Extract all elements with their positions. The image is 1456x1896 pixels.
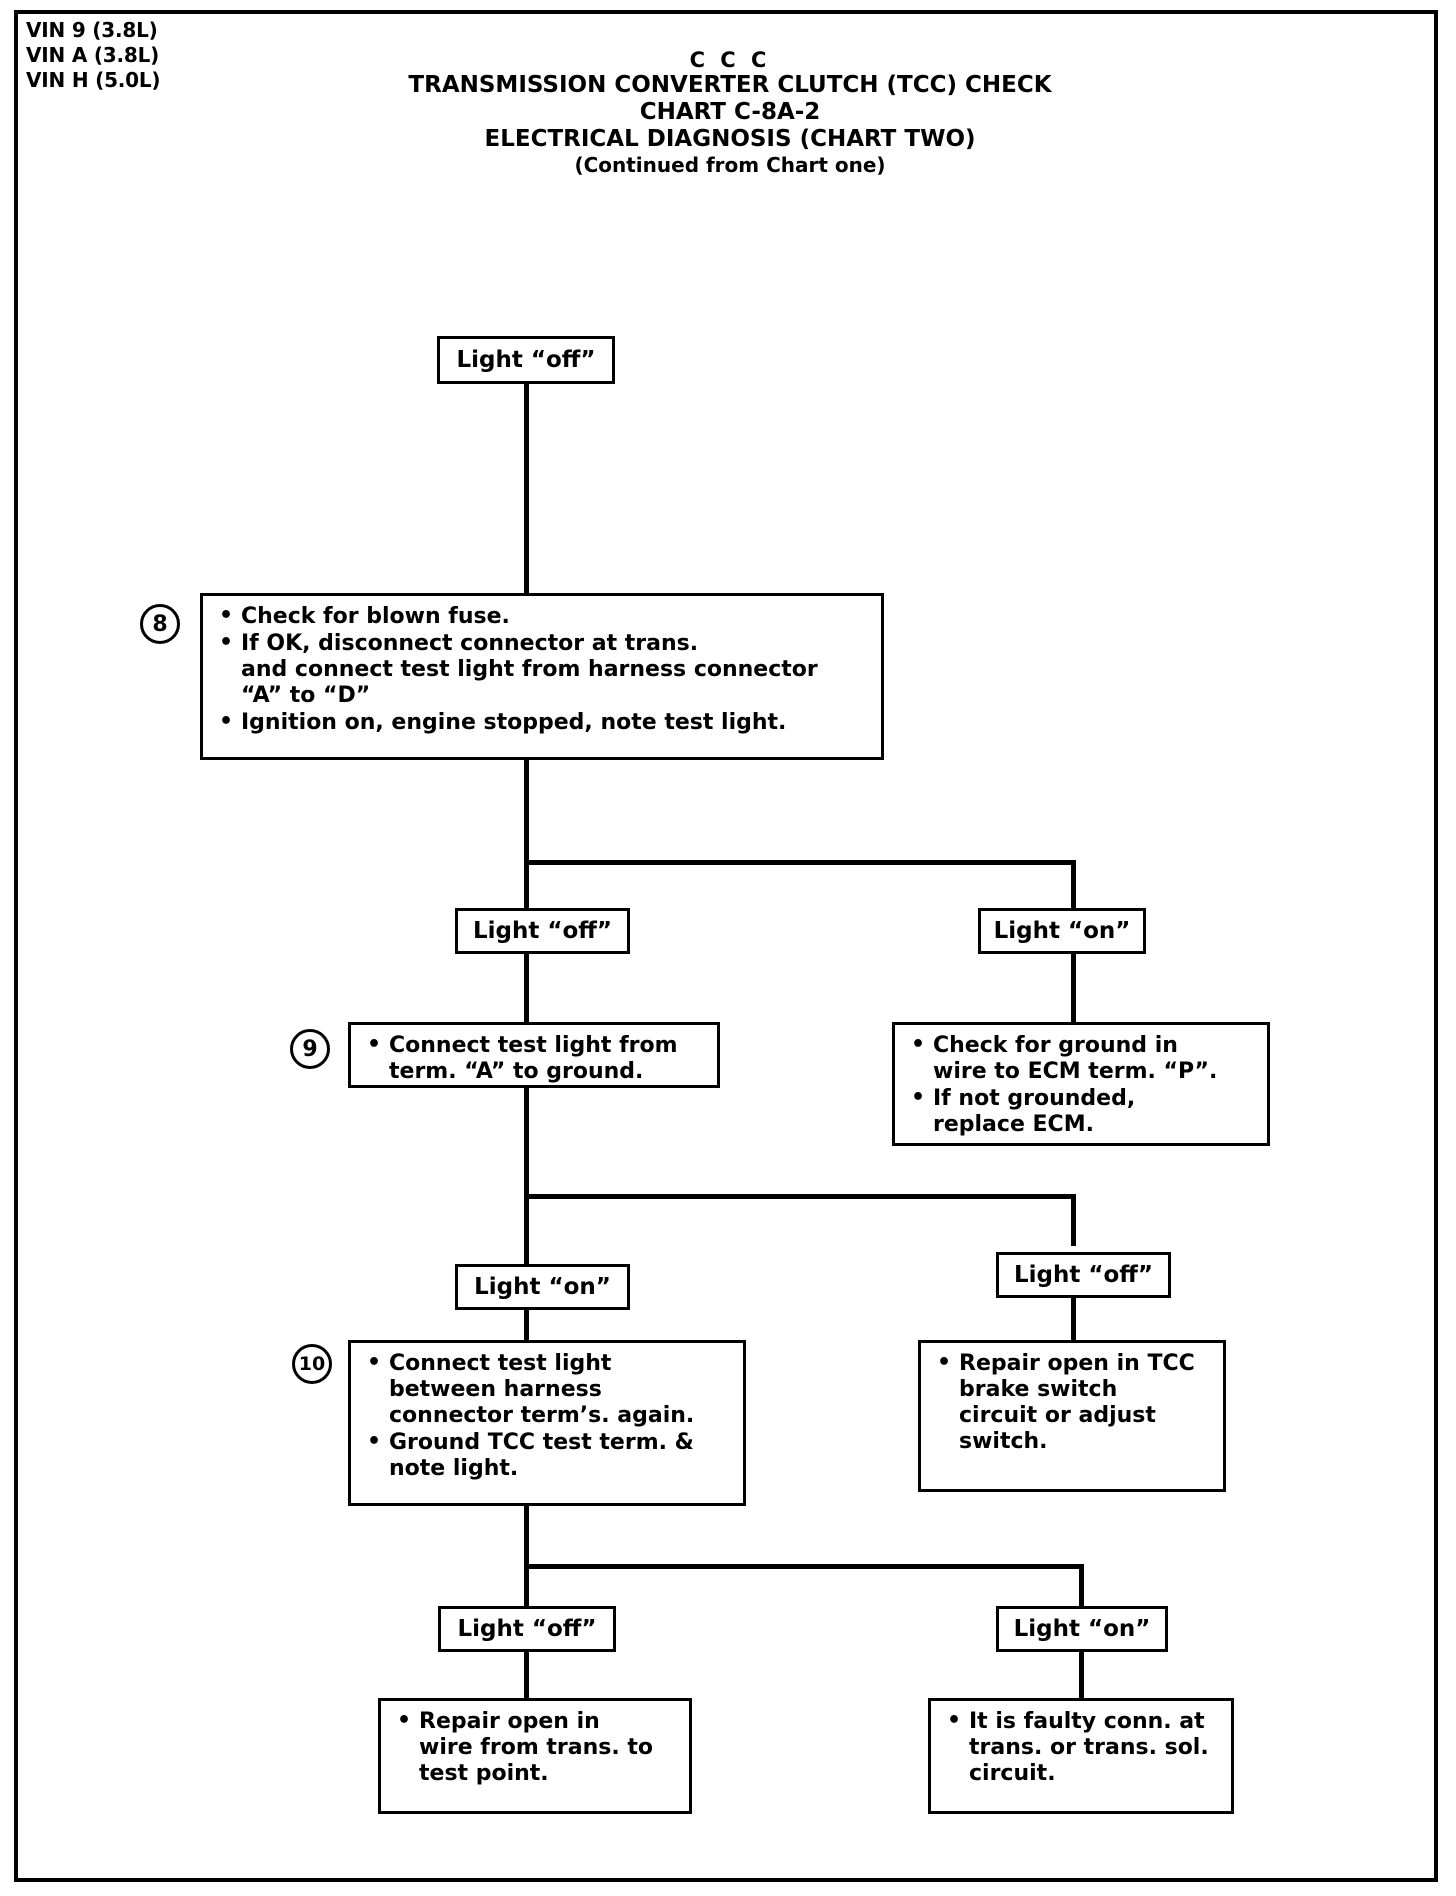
edge-step9-down [524,1088,529,1198]
step10-bullet-1: Connect test light between harness conne… [363,1350,733,1429]
edge-branch9-left-stub [524,1240,529,1266]
repair-wire-bullet-1-cont-2: test point. [419,1761,549,1786]
instruction-box-step-8: Check for blown fuse. If OK, disconnect … [200,593,884,760]
step8-bullet-2: If OK, disconnect connector at trans. an… [215,630,871,709]
instruction-box-repair-open-wire: Repair open in wire from trans. to test … [378,1698,692,1814]
title-line-1: TRANSMISSION CONVERTER CLUTCH (TCC) CHEC… [408,72,1052,98]
faulty-conn-bullet-1-cont-2: circuit. [969,1761,1056,1786]
repair-wire-bullet-1-text: Repair open in [419,1709,600,1734]
brake-bullet-1: Repair open in TCC brake switch circuit … [933,1350,1213,1455]
step9-bullet-1-text: Connect test light from [389,1033,678,1058]
faulty-conn-bullet-1-text: It is faulty conn. at [969,1709,1205,1734]
step10-bullet-1-cont-1: between harness [389,1377,602,1402]
edge-branch10-left-to-repair [524,1652,529,1702]
title-subtitle: (Continued from Chart one) [574,153,886,177]
edge-branch8-left-to-step9 [524,954,529,1026]
step10-bullet-2-cont-1: note light. [389,1456,519,1481]
step9-bullet-1-cont-1: term. “A” to ground. [389,1059,644,1084]
step10-bullet-1-cont-2: connector term’s. again. [389,1403,695,1428]
decision-entry-label: Light “off” [456,347,596,373]
ecm-bullet-2-cont-1: replace ECM. [933,1112,1094,1137]
edge-step9-to-left-branch [524,1194,529,1246]
decision-branch8-left-label: Light “off” [472,918,613,944]
decision-branch8-left-light-off: Light “off” [455,908,630,954]
title-block: C C C TRANSMISSION CONVERTER CLUTCH (TCC… [170,48,1290,178]
step-marker-9-number: 9 [302,1036,318,1062]
step9-bullet-1: Connect test light from term. “A” to gro… [363,1032,707,1085]
edge-step8-down [524,760,529,864]
step8-bullet-2-cont-2: “A” to “D” [241,683,371,708]
page-border [14,10,1438,1882]
decision-branch9-right-light-off: Light “off” [996,1252,1171,1298]
instruction-box-step-10: Connect test light between harness conne… [348,1340,746,1506]
brake-bullet-1-cont-3: switch. [959,1429,1048,1454]
repair-wire-bullet-1: Repair open in wire from trans. to test … [393,1708,679,1787]
vin-list: VIN 9 (3.8L) VIN A (3.8L) VIN H (5.0L) [26,18,161,93]
step-marker-10: 10 [292,1344,332,1384]
ecm-bullet-2: If not grounded, replace ECM. [907,1085,1257,1138]
decision-branch10-right-label: Light “on” [1013,1616,1151,1642]
edge-step8-split-horizontal [524,860,1076,865]
instruction-box-faulty-connection: It is faulty conn. at trans. or trans. s… [928,1698,1234,1814]
step10-bullet-2: Ground TCC test term. & note light. [363,1429,733,1482]
brake-bullet-1-cont-1: brake switch [959,1377,1118,1402]
vin-line-2: VIN A (3.8L) [26,43,160,67]
decision-branch10-right-light-on: Light “on” [996,1606,1168,1652]
decision-branch10-left-light-off: Light “off” [438,1606,616,1652]
edge-step8-to-right-branch [1071,860,1076,914]
faulty-conn-bullet-1-cont-1: trans. or trans. sol. [969,1735,1209,1760]
decision-branch10-left-label: Light “off” [457,1616,597,1642]
step-marker-8: 8 [140,604,180,644]
vin-line-1: VIN 9 (3.8L) [26,18,158,42]
ecm-bullet-1: Check for ground in wire to ECM term. “P… [907,1032,1257,1085]
decision-branch8-right-label: Light “on” [993,918,1131,944]
edge-branch9-left-to-step10 [524,1310,529,1346]
step8-bullet-2-text: If OK, disconnect connector at trans. [241,631,699,656]
step8-bullet-2-cont-1: and connect test light from harness conn… [241,657,818,682]
step-marker-10-number: 10 [298,1353,326,1375]
title-line-2: CHART C-8A-2 [639,99,821,125]
instruction-box-tcc-brake-switch: Repair open in TCC brake switch circuit … [918,1340,1226,1492]
step-marker-8-number: 8 [152,611,168,637]
repair-wire-bullet-1-cont-1: wire from trans. to [419,1735,654,1760]
vin-line-3: VIN H (5.0L) [26,68,161,92]
step8-bullet-3: Ignition on, engine stopped, note test l… [215,709,871,736]
step8-bullet-1-text: Check for blown fuse. [241,604,510,629]
edge-step9-to-right-branch [1071,1194,1076,1246]
edge-entry-to-step8 [524,384,529,596]
ecm-bullet-1-text: Check for ground in [933,1033,1178,1058]
edge-step8-to-left-branch [524,860,529,914]
edge-step10-to-right-branch [1079,1564,1084,1612]
ecm-bullet-1-cont-1: wire to ECM term. “P”. [933,1059,1218,1084]
brake-bullet-1-cont-2: circuit or adjust [959,1403,1156,1428]
decision-branch9-left-label: Light “on” [474,1274,611,1300]
edge-step10-down [524,1506,529,1568]
step10-bullet-2-text: Ground TCC test term. & [389,1430,694,1455]
title-line-3: ELECTRICAL DIAGNOSIS (CHART TWO) [484,126,976,152]
edge-step10-to-left-branch [524,1564,529,1612]
step10-bullet-1-text: Connect test light [389,1351,612,1376]
decision-branch9-right-label: Light “off” [1013,1262,1154,1288]
instruction-box-step-9: Connect test light from term. “A” to gro… [348,1022,720,1088]
instruction-box-ecm-ground-check: Check for ground in wire to ECM term. “P… [892,1022,1270,1146]
step8-bullet-3-text: Ignition on, engine stopped, note test l… [241,710,787,735]
edge-branch8-right-to-ecm [1071,954,1076,1026]
step-marker-9: 9 [290,1029,330,1069]
edge-step9-split-horizontal [524,1194,1076,1199]
decision-entry-light-off: Light “off” [437,336,615,384]
ecm-bullet-2-text: If not grounded, [933,1086,1136,1111]
system-code: C C C [689,48,771,72]
edge-step10-split-horizontal [524,1564,1084,1569]
step8-bullet-1: Check for blown fuse. [215,603,871,630]
decision-branch8-right-light-on: Light “on” [978,908,1146,954]
brake-bullet-1-text: Repair open in TCC [959,1351,1195,1376]
edge-branch9-right-to-brake [1071,1298,1076,1340]
edge-branch10-right-to-faulty [1079,1652,1084,1702]
faulty-conn-bullet-1: It is faulty conn. at trans. or trans. s… [943,1708,1221,1787]
decision-branch9-left-light-on: Light “on” [455,1264,630,1310]
